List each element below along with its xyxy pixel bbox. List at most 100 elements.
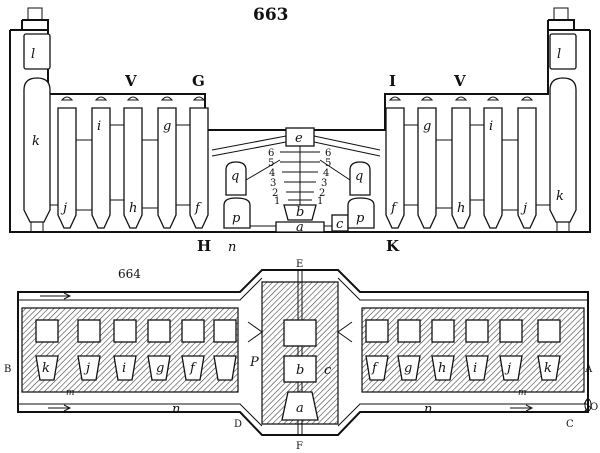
receiver-l-left xyxy=(23,33,51,70)
plan-label-c: c xyxy=(324,363,332,378)
heading-v-right: V xyxy=(453,72,466,90)
plan-label-i-left: i xyxy=(122,361,126,376)
label-j-right: j xyxy=(520,201,527,216)
column-right-4 xyxy=(483,107,503,229)
figure-number-663: 663 xyxy=(253,5,289,25)
plan-label-i-right: i xyxy=(473,361,477,376)
label-q-right: q xyxy=(355,169,363,184)
label-g-right: g xyxy=(423,119,431,134)
vessel-p-left xyxy=(223,197,251,229)
column-right-5 xyxy=(517,107,537,229)
stack-left-4: 4 xyxy=(269,168,275,179)
stack-left-5: 5 xyxy=(268,158,274,169)
label-b-center: b xyxy=(296,205,304,220)
label-l-left: l xyxy=(31,47,35,62)
label-q-left: q xyxy=(231,169,239,184)
edge-letter-D: D xyxy=(234,419,242,430)
stack-right-5: 5 xyxy=(325,158,331,169)
stack-right-6: 6 xyxy=(325,148,331,159)
label-l-right: l xyxy=(557,47,561,62)
plan-diagram: k j i g f f g h i j k b c xyxy=(17,269,592,436)
flue-label-m-right: m xyxy=(518,388,527,398)
tower-k-left xyxy=(23,77,51,223)
stack-right-3: 3 xyxy=(321,178,327,189)
tower-k-right xyxy=(549,77,577,223)
plan-label-P: P xyxy=(249,355,259,370)
label-f-left: f xyxy=(194,201,202,216)
vessel-q-left xyxy=(225,161,247,196)
label-c-center: c xyxy=(336,217,344,232)
right-column-group: f g h i j xyxy=(385,96,550,229)
letter-H: H xyxy=(197,237,211,255)
label-h-right: h xyxy=(457,201,465,216)
left-upper-row xyxy=(35,319,237,343)
stack-left-2: 2 xyxy=(272,188,278,199)
stack-left-3: 3 xyxy=(270,178,276,189)
stack-right-4: 4 xyxy=(323,168,329,179)
plan-label-j-left: j xyxy=(83,361,90,376)
label-i-right: i xyxy=(489,119,493,134)
vessel-p-right xyxy=(347,197,375,229)
label-e-center: e xyxy=(295,131,303,146)
edge-letter-B: B xyxy=(4,364,11,375)
figure-number-664: 664 xyxy=(118,267,141,281)
column-right-2 xyxy=(417,107,437,229)
column-left-4 xyxy=(157,107,177,229)
label-g-left: g xyxy=(163,119,171,134)
flue-label-n-left: n xyxy=(172,402,180,417)
flue-label-m-left: m xyxy=(66,388,75,398)
plan-label-f-right: f xyxy=(371,361,379,376)
edge-letter-O: O xyxy=(590,402,598,413)
plan-label-a: a xyxy=(296,401,304,416)
stack-right-2: 2 xyxy=(319,188,325,199)
plan-label-g-right: g xyxy=(404,361,412,376)
heading-v-left: V xyxy=(124,72,137,90)
receiver-l-right xyxy=(549,33,577,70)
vessel-q-right xyxy=(349,161,371,196)
plan-label-k-left: k xyxy=(42,361,50,376)
label-p-left: p xyxy=(232,211,241,226)
letter-n: n xyxy=(228,240,236,255)
flue-label-n-right: n xyxy=(424,402,432,417)
stack-right-1: 1 xyxy=(317,196,323,207)
label-k-right: k xyxy=(556,189,564,204)
edge-letter-E: E xyxy=(296,259,303,270)
vessel-a xyxy=(275,221,325,233)
plan-label-h-right: h xyxy=(438,361,446,376)
plan-label-j-right: j xyxy=(504,361,511,376)
letter-K: K xyxy=(386,237,400,255)
label-h-left: h xyxy=(129,201,137,216)
right-upper-row xyxy=(365,319,561,343)
vessel-b xyxy=(283,204,317,221)
heading-g: G xyxy=(192,72,205,90)
label-i-left: i xyxy=(97,119,101,134)
column-left-3 xyxy=(123,107,143,229)
tower-cap-right xyxy=(553,7,569,21)
label-p-right: p xyxy=(356,211,365,226)
column-right-3 xyxy=(451,107,471,229)
elevation-diagram: l k l k j i h g f xyxy=(9,7,591,255)
central-apparatus: e 6 5 4 3 2 1 6 5 4 3 2 1 b a c xyxy=(211,127,381,235)
column-left-5 xyxy=(189,107,209,229)
left-lower-row: k j i g f xyxy=(35,355,237,381)
center-plan: b c a P xyxy=(247,319,353,421)
label-a-center: a xyxy=(296,220,304,235)
label-k-left: k xyxy=(32,134,40,149)
plan-label-k-right: k xyxy=(544,361,552,376)
plan-label-b: b xyxy=(296,363,304,378)
label-j-left: j xyxy=(60,201,67,216)
edge-letter-C: C xyxy=(566,419,574,430)
right-lower-row: f g h i j k xyxy=(365,355,561,381)
tower-cap-left xyxy=(27,7,43,21)
plan-label-g-left: g xyxy=(156,361,164,376)
label-f-right: f xyxy=(390,201,398,216)
stack-left-1: 1 xyxy=(274,196,280,207)
left-column-group: j i h g f xyxy=(50,96,209,229)
stack-left-6: 6 xyxy=(268,148,274,159)
heading-i: I xyxy=(389,72,396,90)
column-left-2 xyxy=(91,107,111,229)
edge-letter-F: F xyxy=(296,441,303,452)
edge-letter-A: A xyxy=(584,364,593,375)
column-left-1 xyxy=(57,107,77,229)
